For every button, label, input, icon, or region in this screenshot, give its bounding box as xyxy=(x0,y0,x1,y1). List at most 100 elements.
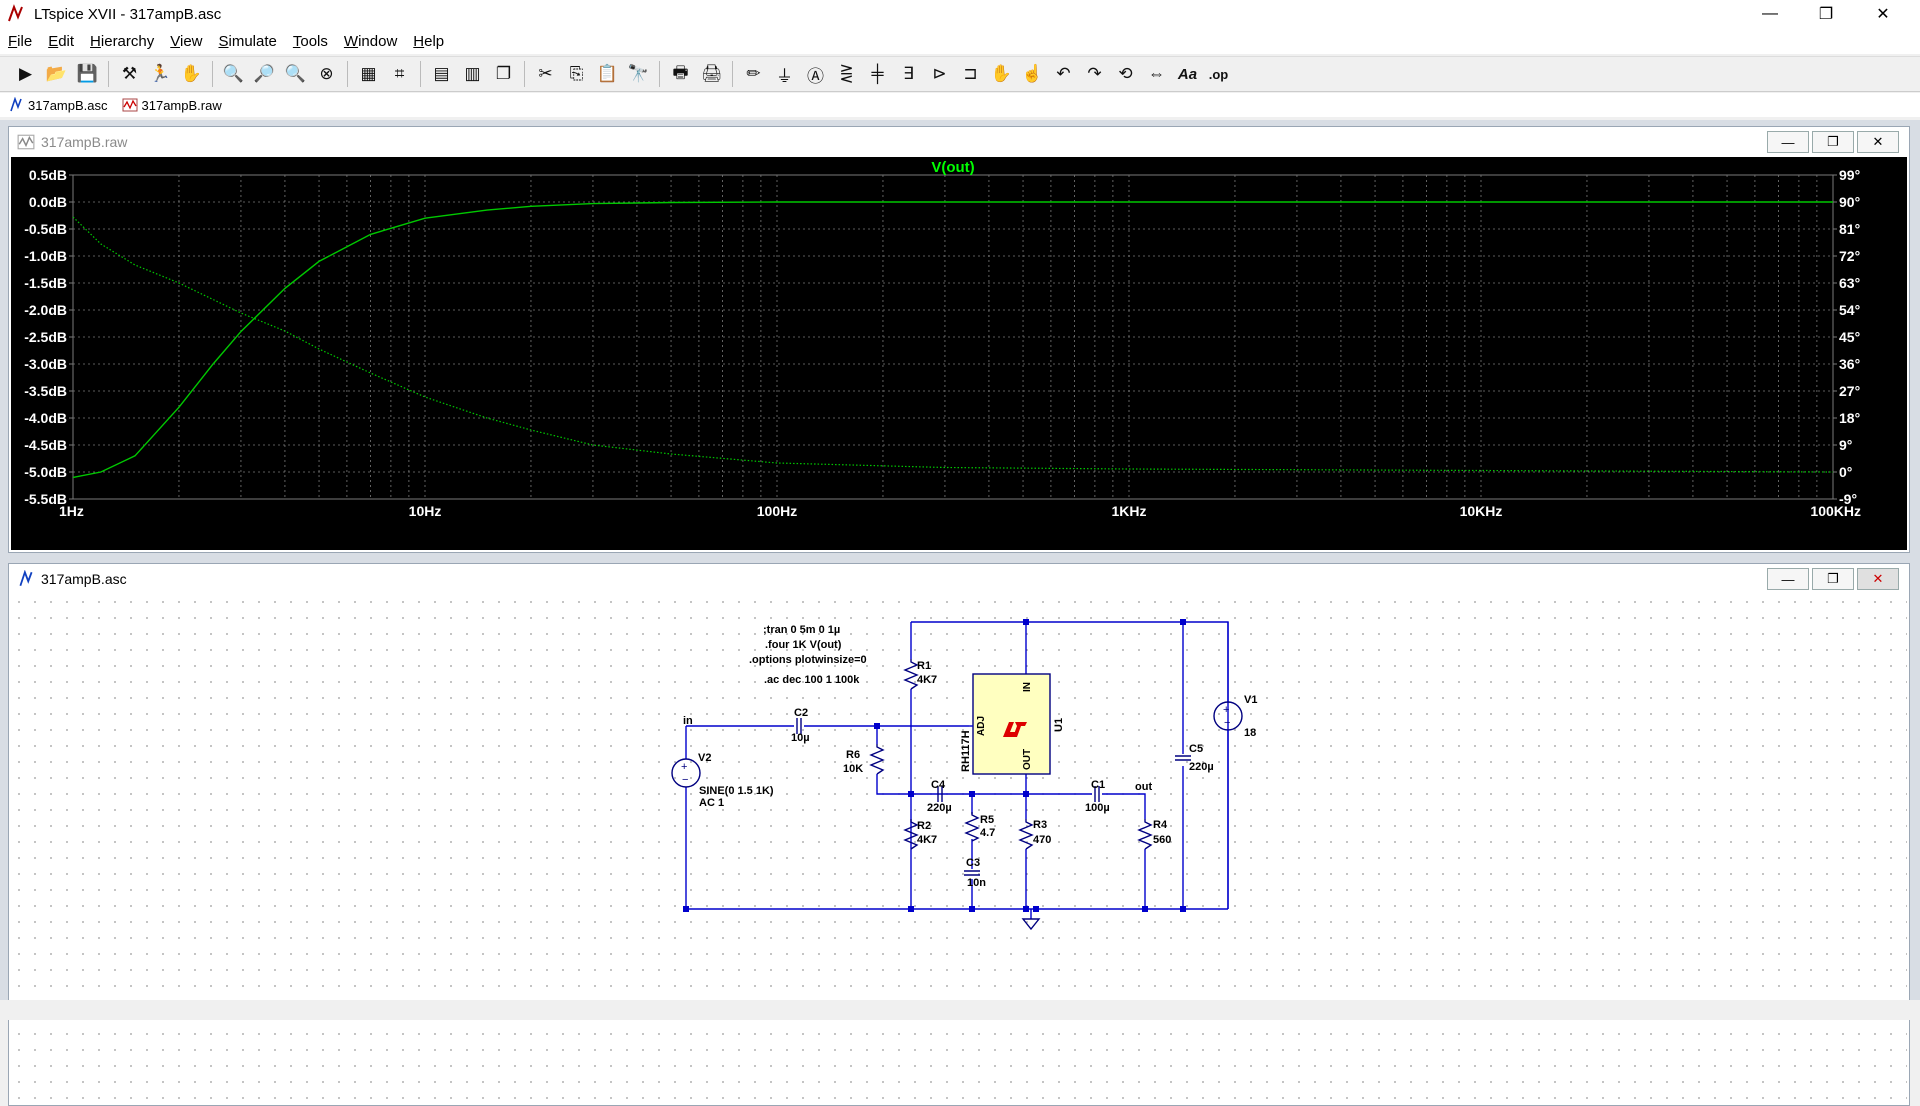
resistor-r6[interactable] xyxy=(869,744,885,775)
menu-simulate[interactable]: Simulate xyxy=(211,33,285,50)
menu-accelerator: W xyxy=(343,32,359,50)
x-tick-label: 10KHz xyxy=(1460,503,1503,519)
schematic-minimize-button[interactable]: — xyxy=(1767,568,1809,590)
waveform-restore-button[interactable]: ❐ xyxy=(1812,131,1854,153)
menu-help[interactable]: Help xyxy=(405,33,452,50)
spice-directive-button[interactable]: .op xyxy=(1205,60,1233,88)
x-tick-label: 100Hz xyxy=(757,503,797,519)
halt-button[interactable]: ✋ xyxy=(178,60,206,88)
close-button[interactable]: ✕ xyxy=(1860,0,1906,28)
capacitor-c5[interactable] xyxy=(1175,755,1191,761)
voltage-source-v2[interactable]: + − xyxy=(671,758,701,788)
resistor-r1[interactable] xyxy=(903,659,919,690)
capacitor-c3[interactable] xyxy=(964,870,980,876)
undo-button[interactable]: ↶ xyxy=(1050,60,1078,88)
cascade-button[interactable]: ❐ xyxy=(490,60,518,88)
zoom-pan-button[interactable]: 🔎 xyxy=(251,60,279,88)
schematic-close-button[interactable]: ✕ xyxy=(1857,568,1899,590)
cut-button[interactable]: ✂ xyxy=(532,60,560,88)
capacitor-c2[interactable] xyxy=(796,718,802,734)
tab-schematic-label: 317ampB.asc xyxy=(28,97,108,113)
capacitor-c4[interactable] xyxy=(937,786,943,802)
zoom-fit-button[interactable]: ⊗ xyxy=(313,60,341,88)
text-button[interactable]: Aa xyxy=(1174,60,1202,88)
schematic-drawing[interactable]: + − + − ;tran xyxy=(11,594,1907,1103)
waveform-close-button[interactable]: ✕ xyxy=(1857,131,1899,153)
menu-accelerator: H xyxy=(90,32,101,50)
diode-button[interactable]: ⊳ xyxy=(926,60,954,88)
capacitor-c1[interactable] xyxy=(1094,786,1100,802)
move-button[interactable]: ✋ xyxy=(988,60,1016,88)
redo-button[interactable]: ↷ xyxy=(1081,60,1109,88)
waveform-icon xyxy=(122,98,137,112)
mirror-button[interactable]: ⇔ xyxy=(1143,60,1171,88)
minimize-button[interactable]: — xyxy=(1747,0,1793,28)
draw-wire-button[interactable]: ✏ xyxy=(740,60,768,88)
open-file-button[interactable]: 📂 xyxy=(43,60,71,88)
waveform-minimize-button[interactable]: — xyxy=(1767,131,1809,153)
menu-file[interactable]: File xyxy=(0,33,40,50)
print-button[interactable]: 🖶 xyxy=(667,60,695,88)
resistor-button[interactable]: ⋛ xyxy=(833,60,861,88)
cursor-button[interactable]: ⌗ xyxy=(386,60,414,88)
directive-options[interactable]: .options plotwinsize=0 xyxy=(749,654,867,666)
menu-hierarchy[interactable]: Hierarchy xyxy=(82,33,162,50)
zoom-in-button[interactable]: 🔍 xyxy=(220,60,248,88)
restore-button[interactable]: ❐ xyxy=(1803,0,1849,28)
y-left-tick-label: -5.0dB xyxy=(24,464,67,480)
cut-icon: ✂ xyxy=(538,64,553,83)
tile-vertical-button[interactable]: ▥ xyxy=(459,60,487,88)
directive-tran[interactable]: ;tran 0 5m 0 1µ xyxy=(763,624,840,636)
r4-name: R4 xyxy=(1153,819,1168,831)
capacitor-button[interactable]: ╪ xyxy=(864,60,892,88)
net-label-out[interactable]: out xyxy=(1135,781,1152,793)
r2-value: 4K7 xyxy=(917,834,937,846)
menu-window[interactable]: Window xyxy=(336,33,405,50)
trace-label-vout[interactable]: V(out) xyxy=(931,159,974,176)
directive-ac[interactable]: .ac dec 100 1 100k xyxy=(764,674,860,686)
resistor-r5[interactable] xyxy=(964,812,980,842)
schematic-window-titlebar[interactable]: 317ampB.asc xyxy=(9,564,1909,594)
tab-waveform[interactable]: 317ampB.raw xyxy=(122,97,222,113)
bode-plot[interactable]: 0.5dB0.0dB-0.5dB-1.0dB-1.5dB-2.0dB-2.5dB… xyxy=(11,157,1907,550)
label-net-button[interactable]: Ⓐ xyxy=(802,60,830,88)
print-preview-button[interactable]: 🖨 xyxy=(698,60,726,88)
zoom-out-button[interactable]: 🔍 xyxy=(282,60,310,88)
tab-schematic[interactable]: 317ampB.asc xyxy=(8,97,108,113)
menu-edit[interactable]: Edit xyxy=(40,33,82,50)
rotate-button[interactable]: ⟲ xyxy=(1112,60,1140,88)
tile-horizontal-button[interactable]: ▤ xyxy=(428,60,456,88)
copy-button[interactable]: ⎘ xyxy=(563,60,591,88)
save-button[interactable]: 💾 xyxy=(74,60,102,88)
schematic-restore-button[interactable]: ❐ xyxy=(1812,568,1854,590)
menu-tools[interactable]: Tools xyxy=(285,33,336,50)
menu-view[interactable]: View xyxy=(162,33,210,50)
drag-button[interactable]: ☝ xyxy=(1019,60,1047,88)
autorange-button[interactable]: ▦ xyxy=(355,60,383,88)
open-schematic-button[interactable]: ▶ xyxy=(12,60,40,88)
wire-out[interactable] xyxy=(1102,793,1146,819)
resistor-r2[interactable] xyxy=(903,819,919,850)
series-line-phase[interactable] xyxy=(72,216,1834,473)
ground-icon[interactable] xyxy=(1021,918,1041,931)
y-left-tick-label: -5.5dB xyxy=(24,491,67,507)
find-button[interactable]: 🔭 xyxy=(625,60,653,88)
directive-four[interactable]: .four 1K V(out) xyxy=(765,639,842,651)
wire-r6-bottom[interactable] xyxy=(876,774,936,795)
series-line-magnitude[interactable] xyxy=(72,201,1833,479)
y-left-tick-label: -2.5dB xyxy=(24,329,67,345)
control-panel-button[interactable]: ⚒ xyxy=(116,60,144,88)
resistor-r4[interactable] xyxy=(1137,819,1153,850)
resistor-r3[interactable] xyxy=(1018,819,1034,850)
waveform-window-titlebar[interactable]: 317ampB.raw xyxy=(9,127,1909,157)
paste-button[interactable]: 📋 xyxy=(594,60,622,88)
inductor-button[interactable]: ∃ xyxy=(895,60,923,88)
ground-button[interactable]: ⏚ xyxy=(771,60,799,88)
net-label-in[interactable]: in xyxy=(683,715,693,727)
run-button[interactable]: 🏃 xyxy=(147,60,175,88)
ic-u1[interactable] xyxy=(969,673,1051,775)
schematic-canvas[interactable]: + − + − ;tran xyxy=(11,594,1907,1103)
y-right-tick-label: 81° xyxy=(1839,221,1860,237)
component-button[interactable]: ⊐ xyxy=(957,60,985,88)
